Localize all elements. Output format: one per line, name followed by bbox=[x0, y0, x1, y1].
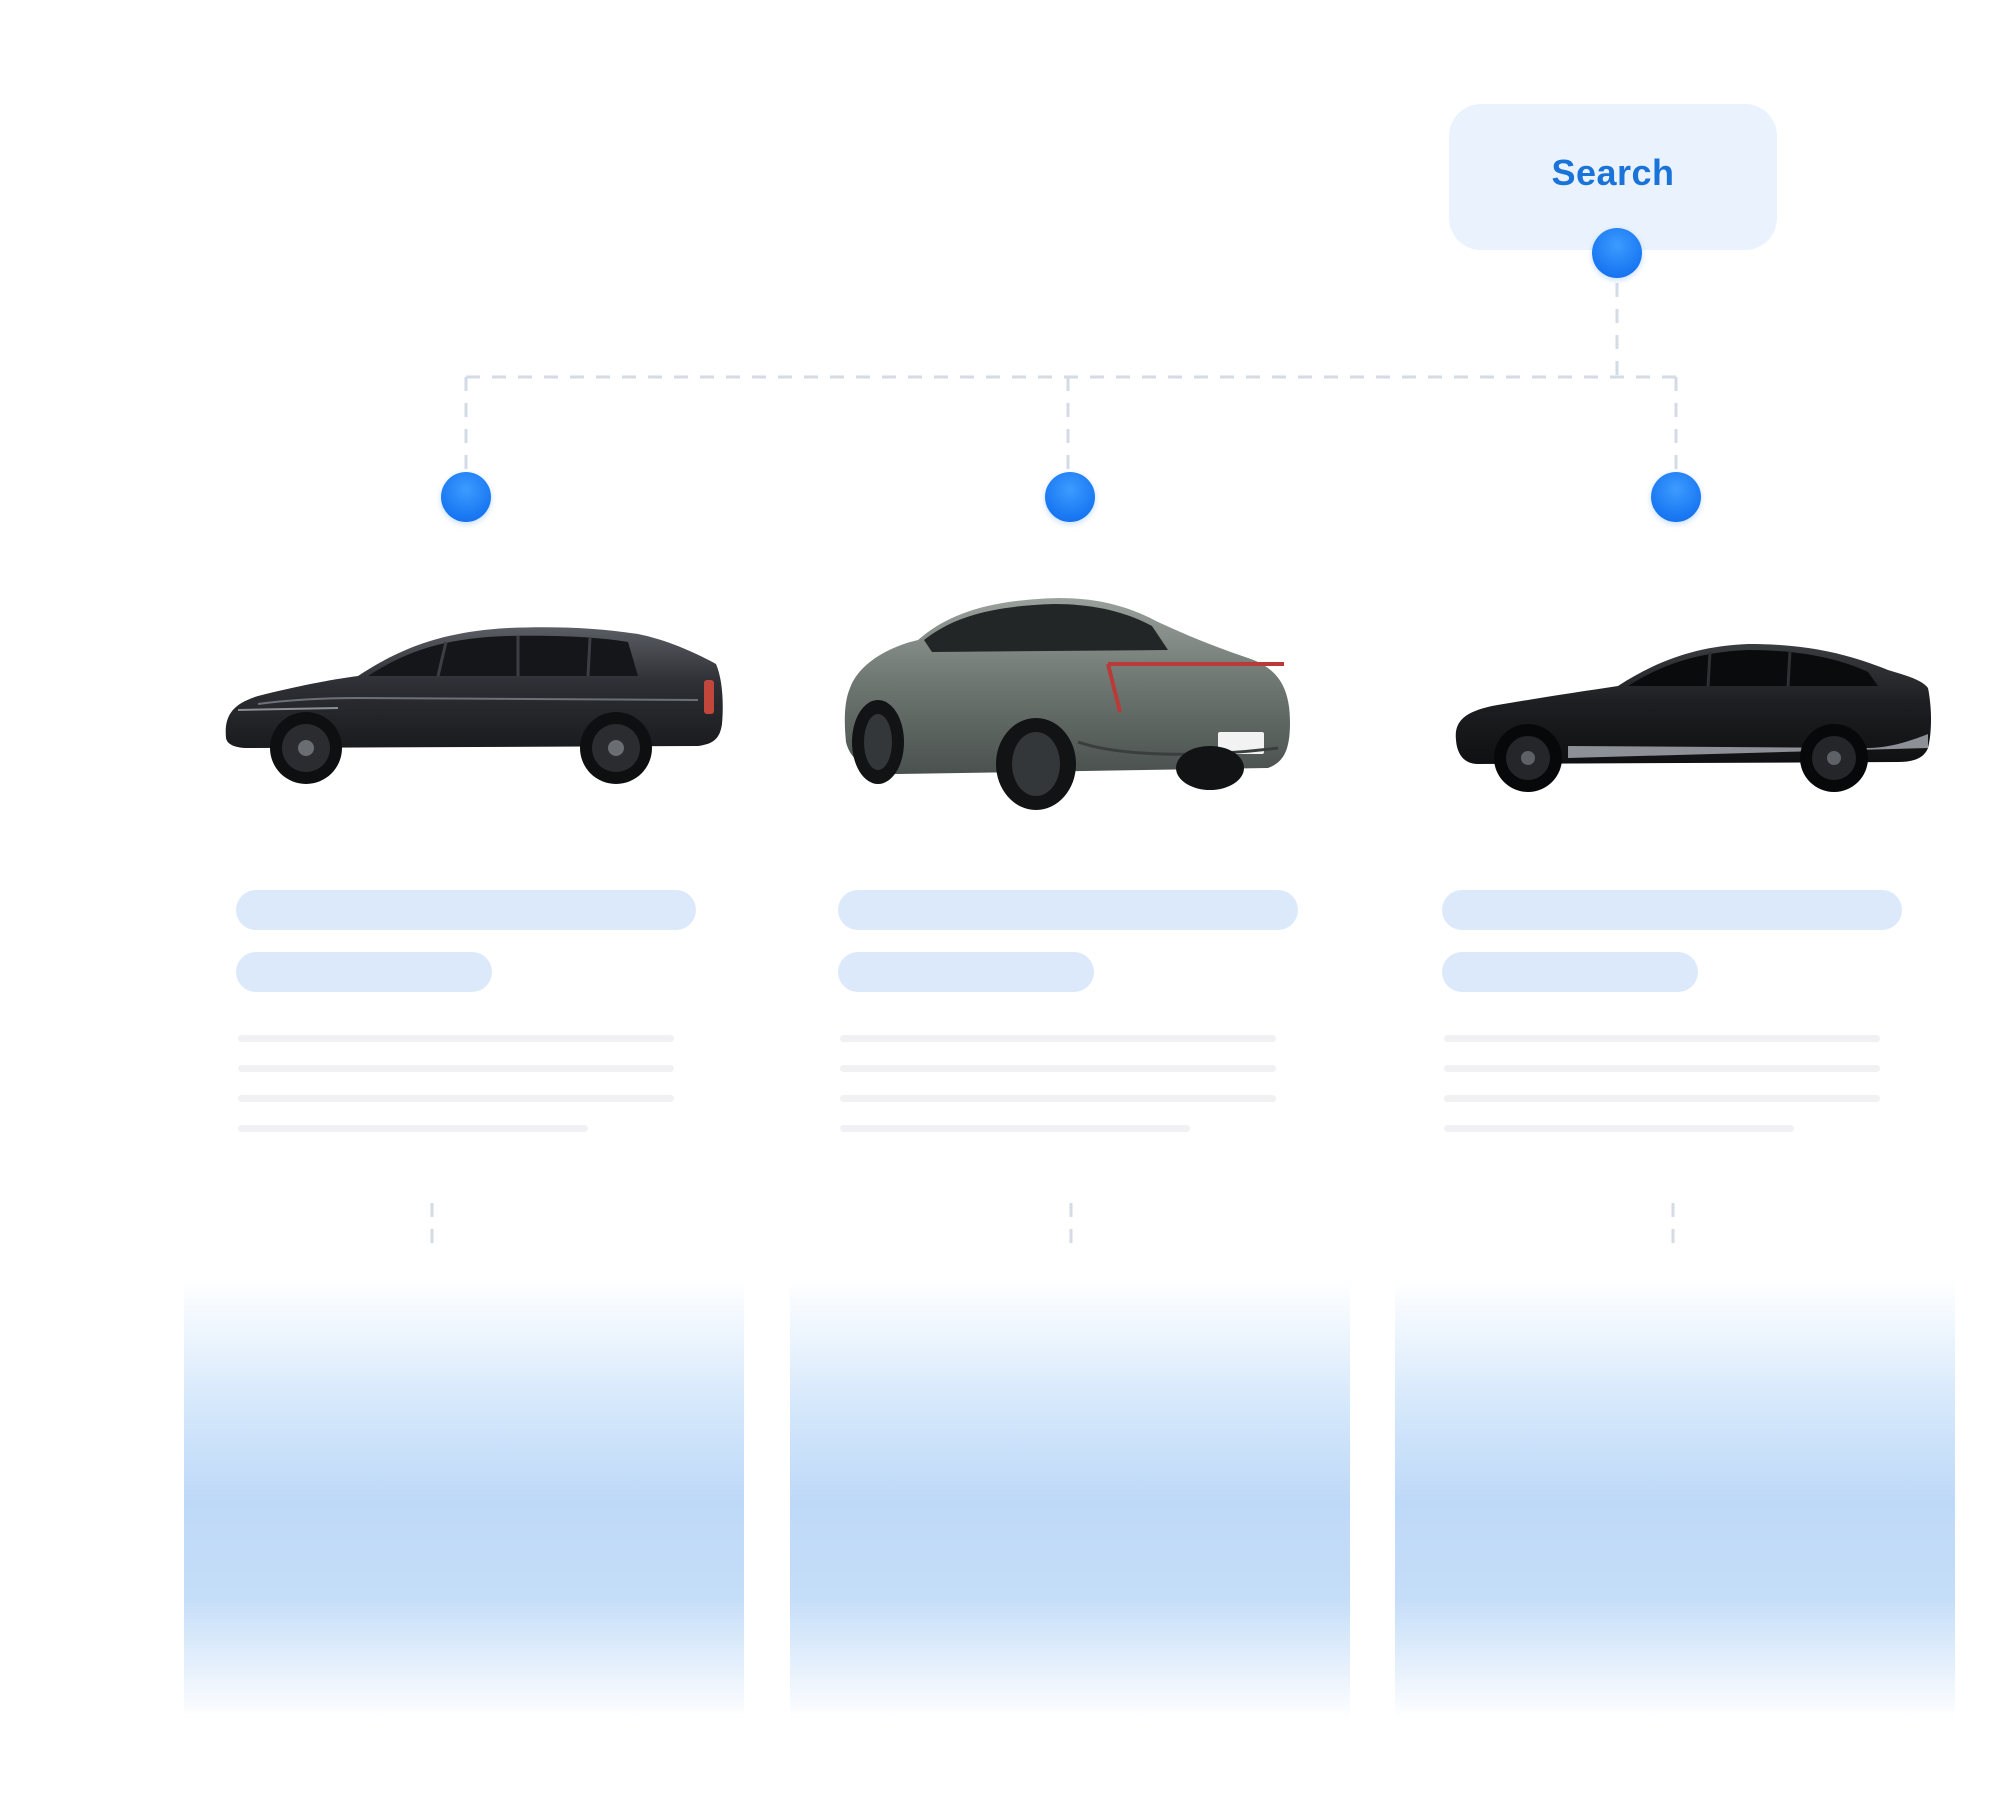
sedan-side-view-icon bbox=[225, 627, 723, 784]
search-card[interactable]: Search bbox=[1449, 104, 1777, 250]
branch-node-2 bbox=[1045, 472, 1095, 522]
result-panel-3 bbox=[1395, 1280, 1955, 1720]
text-line-placeholder bbox=[238, 1095, 674, 1102]
text-line-placeholder bbox=[840, 1095, 1276, 1102]
branch-node-3 bbox=[1651, 472, 1701, 522]
subtitle-placeholder-1 bbox=[236, 952, 492, 992]
text-line-placeholder bbox=[238, 1065, 674, 1072]
text-line-placeholder bbox=[840, 1035, 1276, 1042]
title-placeholder-1 bbox=[236, 890, 696, 930]
text-line-placeholder bbox=[1444, 1095, 1880, 1102]
subtitle-placeholder-3 bbox=[1442, 952, 1698, 992]
subtitle-placeholder-2 bbox=[838, 952, 1094, 992]
sedan-side-view-icon bbox=[1455, 644, 1931, 792]
text-line-placeholder bbox=[238, 1035, 674, 1042]
result-panel-2 bbox=[790, 1280, 1350, 1720]
branch-node-1 bbox=[441, 472, 491, 522]
result-panel-1 bbox=[184, 1280, 744, 1720]
text-line-placeholder bbox=[840, 1125, 1190, 1132]
text-line-placeholder bbox=[1444, 1035, 1880, 1042]
title-placeholder-2 bbox=[838, 890, 1298, 930]
text-line-placeholder bbox=[238, 1125, 588, 1132]
text-line-placeholder bbox=[1444, 1125, 1794, 1132]
search-label: Search bbox=[1551, 152, 1675, 193]
sedan-rear-view-icon bbox=[844, 598, 1290, 810]
text-line-placeholder bbox=[840, 1065, 1276, 1072]
search-node bbox=[1592, 228, 1642, 278]
title-placeholder-3 bbox=[1442, 890, 1902, 930]
text-line-placeholder bbox=[1444, 1065, 1880, 1072]
